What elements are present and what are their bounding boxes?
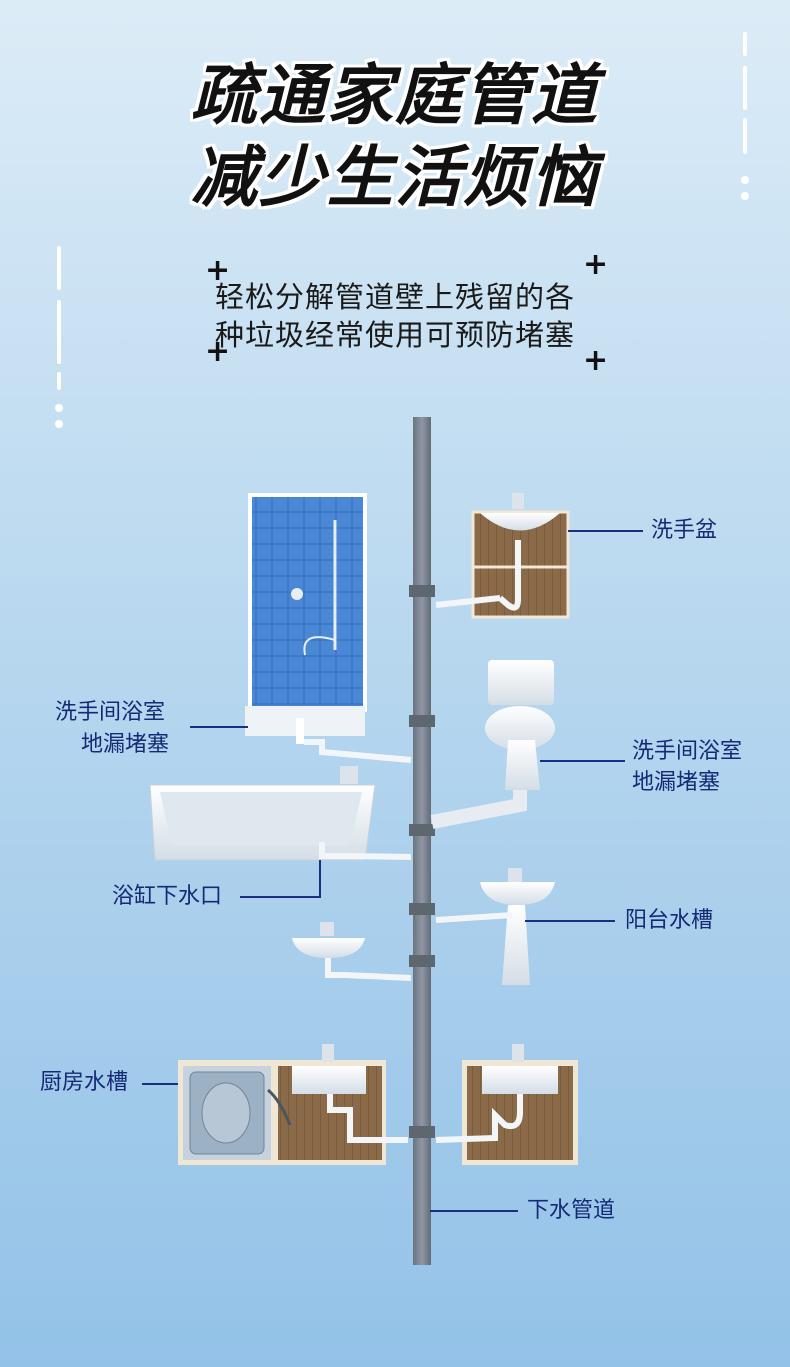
decor-dot <box>55 420 63 428</box>
decor-dot <box>741 176 749 184</box>
small-wash-sink <box>292 922 412 981</box>
subheading-line1: 轻松分解管道壁上残留的各 <box>214 280 575 314</box>
headline-line1: 疏通家庭管道 <box>191 57 599 134</box>
label-sewer-pipe: 下水管道 <box>527 1198 616 1223</box>
sewer-pipe <box>409 417 435 1265</box>
decor-dot <box>55 404 63 412</box>
label-shower-drain-line1: 洗手间浴室 <box>55 700 166 725</box>
label-kitchen-sink: 厨房水槽 <box>40 1070 129 1095</box>
plus-icon: + <box>205 334 231 369</box>
decor-dash <box>743 66 747 110</box>
kitchen-sink-cabinet <box>178 1044 408 1165</box>
bathtub <box>149 766 412 861</box>
balcony-pedestal-sink <box>435 868 555 985</box>
plus-icon: + <box>583 343 609 378</box>
label-balcony-sink: 阳台水槽 <box>625 908 714 933</box>
headline-line2: 减少生活烦恼 <box>191 139 599 216</box>
decor-dash <box>57 372 61 390</box>
label-wash-basin: 洗手盆 <box>651 518 718 543</box>
decor-dot <box>741 192 749 200</box>
label-toilet-line1: 洗手间浴室 <box>632 739 743 764</box>
decor-dash <box>57 246 61 290</box>
decor-dash <box>743 32 747 56</box>
plus-icon: + <box>583 247 609 282</box>
subheading-line2: 种垃圾经常使用可预防堵塞 <box>214 318 575 352</box>
leader-lines <box>142 530 643 1212</box>
decor-dash <box>57 300 61 364</box>
plus-icon: + <box>205 253 231 288</box>
label-toilet-line2: 地漏堵塞 <box>632 770 721 795</box>
shower-enclosure <box>245 493 412 763</box>
label-shower-drain-line2: 地漏堵塞 <box>81 732 170 757</box>
label-bathtub: 浴缸下水口 <box>112 884 223 909</box>
right-sink-cabinet <box>435 1044 578 1165</box>
wash-basin-cabinet <box>435 493 570 619</box>
decor-dash <box>743 118 747 154</box>
toilet <box>430 660 555 829</box>
